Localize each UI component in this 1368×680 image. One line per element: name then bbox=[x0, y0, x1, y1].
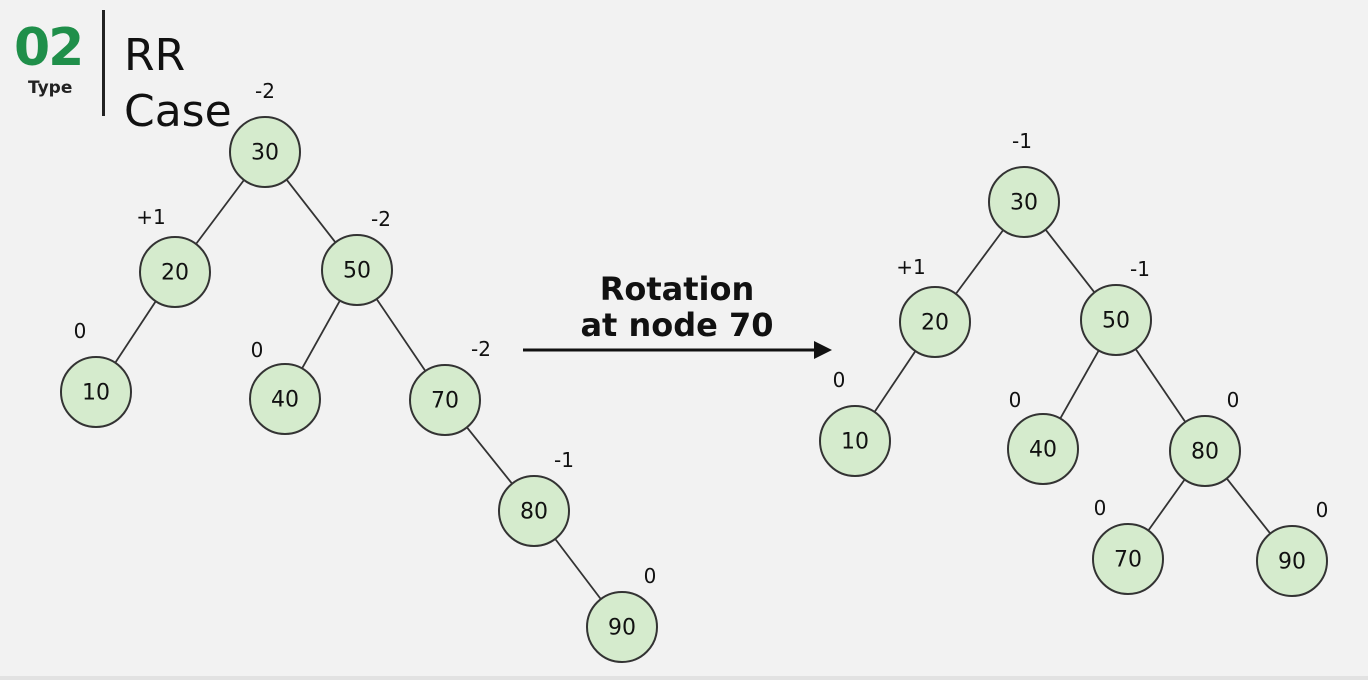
balance-factor: -1 bbox=[554, 448, 574, 472]
node-label: 40 bbox=[1029, 438, 1057, 463]
node-label: 40 bbox=[271, 388, 299, 413]
edge-30-20 bbox=[955, 229, 1004, 295]
node-circle bbox=[1007, 413, 1079, 485]
balance-factor: 0 bbox=[1009, 388, 1022, 412]
node-label: 30 bbox=[251, 141, 279, 166]
edge-80-90 bbox=[554, 538, 602, 600]
node-circle bbox=[498, 475, 570, 547]
node-circle bbox=[1080, 284, 1152, 356]
node-circle bbox=[1092, 523, 1164, 595]
node-label: 20 bbox=[161, 261, 189, 286]
node-70: 70 0 bbox=[1092, 496, 1164, 595]
balance-factor: 0 bbox=[644, 564, 657, 588]
node-80: 80 0 bbox=[1169, 388, 1241, 487]
node-30: 30 -1 bbox=[988, 129, 1060, 238]
balance-factor: 0 bbox=[1094, 496, 1107, 520]
edge-20-10 bbox=[873, 350, 917, 413]
balance-factor: +1 bbox=[136, 205, 165, 229]
node-label: 90 bbox=[608, 616, 636, 641]
balance-factor: -2 bbox=[371, 207, 391, 231]
node-90: 90 0 bbox=[586, 564, 658, 663]
node-label: 50 bbox=[1102, 309, 1130, 334]
balance-factor: +1 bbox=[896, 255, 925, 279]
node-label: 10 bbox=[841, 430, 869, 455]
edge-50-40 bbox=[1059, 350, 1100, 419]
node-50: 50 -1 bbox=[1080, 257, 1152, 356]
node-20: 20 +1 bbox=[896, 255, 971, 358]
bottom-border bbox=[0, 676, 1368, 680]
node-label: 70 bbox=[431, 389, 459, 414]
edge-50-70 bbox=[375, 298, 427, 372]
node-circle bbox=[139, 236, 211, 308]
balance-factor: 0 bbox=[74, 319, 87, 343]
node-label: 90 bbox=[1278, 550, 1306, 575]
node-10: 10 0 bbox=[819, 368, 891, 477]
arrow-label-line2: at node 70 bbox=[580, 306, 773, 344]
type-number: 02 bbox=[14, 18, 84, 78]
node-10: 10 0 bbox=[60, 319, 132, 428]
node-70: 70 -2 bbox=[409, 337, 491, 436]
node-label: 50 bbox=[343, 259, 371, 284]
node-circle bbox=[1256, 525, 1328, 597]
balance-factor: -2 bbox=[471, 337, 491, 361]
rotation-arrow: Rotation at node 70 bbox=[523, 270, 832, 359]
header-divider bbox=[102, 10, 105, 116]
tree-after: 30 -1 20 +1 50 -1 10 0 40 0 80 0 70 0 90 0 bbox=[819, 129, 1329, 597]
node-label: 80 bbox=[1191, 440, 1219, 465]
edge-80-90 bbox=[1226, 477, 1271, 535]
arrow-label-line1: Rotation bbox=[600, 270, 755, 308]
node-20: 20 +1 bbox=[136, 205, 211, 308]
node-circle bbox=[321, 234, 393, 306]
node-80: 80 -1 bbox=[498, 448, 574, 547]
tree-before: 30 -2 20 +1 50 -2 10 0 40 0 70 -2 80 -1 90 0 bbox=[60, 79, 658, 663]
edge-30-20 bbox=[195, 179, 245, 245]
node-circle bbox=[819, 405, 891, 477]
edge-50-80 bbox=[1134, 348, 1187, 423]
node-label: 70 bbox=[1114, 548, 1142, 573]
node-90: 90 0 bbox=[1256, 498, 1329, 597]
node-label: 10 bbox=[82, 381, 110, 406]
node-40: 40 0 bbox=[249, 338, 321, 435]
edge-50-40 bbox=[301, 300, 341, 369]
node-circle bbox=[229, 116, 301, 188]
type-label: Type bbox=[28, 78, 73, 98]
edge-20-10 bbox=[114, 300, 157, 364]
edge-70-80 bbox=[466, 426, 513, 485]
arrow-head-icon bbox=[814, 341, 832, 359]
node-circle bbox=[988, 166, 1060, 238]
node-50: 50 -2 bbox=[321, 207, 393, 306]
balance-factor: 0 bbox=[251, 338, 264, 362]
balance-factor: 0 bbox=[1227, 388, 1240, 412]
node-circle bbox=[586, 591, 658, 663]
balance-factor: -1 bbox=[1130, 257, 1150, 281]
node-40: 40 0 bbox=[1007, 388, 1079, 485]
node-circle bbox=[1169, 415, 1241, 487]
node-label: 80 bbox=[520, 500, 548, 525]
node-circle bbox=[409, 364, 481, 436]
node-label: 20 bbox=[921, 311, 949, 336]
balance-factor: -2 bbox=[255, 79, 275, 103]
balance-factor: 0 bbox=[1316, 498, 1329, 522]
edge-80-70 bbox=[1147, 478, 1186, 532]
node-circle bbox=[60, 356, 132, 428]
balance-factor: -1 bbox=[1012, 129, 1032, 153]
edge-30-50 bbox=[1044, 229, 1096, 293]
edge-30-50 bbox=[285, 179, 337, 243]
node-30: 30 -2 bbox=[229, 79, 301, 188]
page-title: RR Case bbox=[124, 30, 232, 137]
node-label: 30 bbox=[1010, 191, 1038, 216]
node-circle bbox=[899, 286, 971, 358]
balance-factor: 0 bbox=[833, 368, 846, 392]
node-circle bbox=[249, 363, 321, 435]
